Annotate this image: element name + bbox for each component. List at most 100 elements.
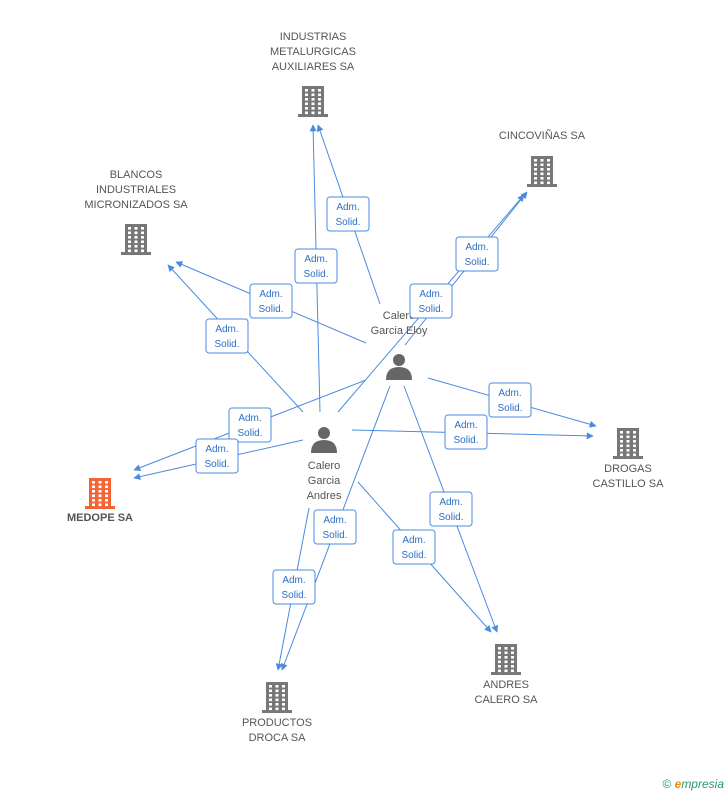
edge-label-line: Adm. — [498, 388, 521, 399]
person-icon — [386, 354, 412, 380]
building-icon — [491, 644, 521, 675]
edge-label-box — [429, 491, 473, 527]
node-drogas[interactable]: DROGAS CASTILLO SA — [593, 428, 665, 490]
person-icon — [311, 427, 337, 453]
edge-label[interactable]: Adm. Solid. — [294, 248, 338, 284]
brand-logo[interactable]: empresia — [675, 777, 724, 791]
edge-label-line: Adm. — [205, 444, 228, 455]
node-label-line: AUXILIARES SA — [272, 61, 355, 73]
node-medope[interactable]: MEDOPE SA — [67, 478, 133, 524]
edge-label[interactable]: Adm. Solid. — [409, 283, 453, 319]
edge-label-box — [392, 529, 436, 565]
edge-label-line: Solid. — [453, 435, 478, 446]
edge-label-line: Solid. — [237, 428, 262, 439]
edge-label-line: Solid. — [335, 217, 360, 228]
node-label-line: INDUSTRIAS — [280, 31, 347, 43]
edge-label[interactable]: Adm. Solid. — [488, 382, 532, 418]
node-label-line: PRODUCTOS — [242, 717, 312, 729]
node-label-line: DROGAS — [604, 463, 652, 475]
node-label-line: MICRONIZADOS SA — [84, 199, 188, 211]
edge-label[interactable]: Adm. Solid. — [205, 318, 249, 354]
edge-label-line: Solid. — [303, 269, 328, 280]
edge-label-line: Solid. — [438, 512, 463, 523]
building-icon — [85, 478, 115, 509]
edge-label[interactable]: Adm. Solid. — [326, 196, 370, 232]
edge-label-line: Solid. — [497, 403, 522, 414]
building-icon — [262, 682, 292, 713]
edge-labels-layer: Adm. Solid. Adm. Solid. Adm. Solid. Adm. Solid.… — [195, 196, 532, 605]
edge-label-line: Solid. — [258, 304, 283, 315]
brand-initial: e — [674, 777, 682, 791]
edge-label-box — [326, 196, 370, 232]
node-label-line: Andres — [307, 490, 342, 502]
node-blancos[interactable]: BLANCOS INDUSTRIALES MICRONIZADOS SA — [84, 169, 188, 255]
node-industrias[interactable]: INDUSTRIAS METALURGICAS AUXILIARES SA — [270, 31, 356, 117]
edge-label-line: Adm. — [215, 324, 238, 335]
edge-label-line: Adm. — [238, 413, 261, 424]
node-label-line: BLANCOS — [110, 169, 163, 181]
edge-label-line: Solid. — [418, 304, 443, 315]
edge-label-line: Adm. — [439, 497, 462, 508]
edge-label[interactable]: Adm. Solid. — [455, 236, 499, 272]
node-productos[interactable]: PRODUCTOS DROCA SA — [242, 682, 312, 744]
node-cincovinas[interactable]: CINCOVIÑAS SA — [499, 129, 586, 187]
building-icon — [527, 156, 557, 187]
edge-label-box — [195, 438, 239, 474]
edge-label-line: Adm. — [323, 515, 346, 526]
edge-label-box — [409, 283, 453, 319]
edge-label-box — [205, 318, 249, 354]
edge-label-line: Adm. — [259, 289, 282, 300]
edge-label[interactable]: Adm. Solid. — [313, 509, 357, 545]
nodes-layer: INDUSTRIAS METALURGICAS AUXILIARES SA CINCO… — [67, 31, 664, 744]
edge-label-line: Solid. — [464, 257, 489, 268]
node-andres-sa[interactable]: ANDRES CALERO SA — [475, 644, 539, 706]
edge-label-line: Adm. — [336, 202, 359, 213]
edge-label-line: Adm. — [419, 289, 442, 300]
edge-label-box — [272, 569, 316, 605]
node-label-line: Garcia — [308, 475, 341, 487]
edge-label-line: Solid. — [214, 339, 239, 350]
edge-label-line: Solid. — [204, 459, 229, 470]
edge-label-line: Solid. — [322, 530, 347, 541]
edge-label-line: Adm. — [454, 420, 477, 431]
edge-label-box — [488, 382, 532, 418]
edge-label[interactable]: Adm. Solid. — [429, 491, 473, 527]
edge-label-box — [294, 248, 338, 284]
edge-label[interactable]: Adm.Solid. — [272, 569, 316, 605]
node-label-line: CALERO SA — [475, 694, 539, 706]
edge-label[interactable]: Adm. Solid. — [444, 414, 488, 450]
edge-label-box — [455, 236, 499, 272]
edge-label-box — [444, 414, 488, 450]
edge-label-line: Adm. — [282, 575, 305, 586]
building-icon — [613, 428, 643, 459]
node-label-line: INDUSTRIALES — [96, 184, 176, 196]
edge-label-box — [249, 283, 293, 319]
edge-label-line: Adm. — [402, 535, 425, 546]
building-icon — [121, 224, 151, 255]
edge-label-box — [228, 407, 272, 443]
building-icon — [298, 86, 328, 117]
copyright-footer: © empresia — [662, 777, 724, 791]
edge-label-line: Adm. — [465, 242, 488, 253]
edge-label[interactable]: Adm. Solid. — [195, 438, 239, 474]
edge-label[interactable]: Adm. Solid. — [249, 283, 293, 319]
node-label-line: MEDOPE SA — [67, 512, 133, 524]
node-label-line: ANDRES — [483, 679, 529, 691]
edge-label[interactable]: Adm. Solid. — [392, 529, 436, 565]
edge-label-line: Solid. — [401, 550, 426, 561]
node-label-line: METALURGICAS — [270, 46, 356, 58]
copyright-symbol: © — [662, 777, 672, 791]
node-label-line: CINCOVIÑAS SA — [499, 129, 586, 142]
edge-label[interactable]: Adm. Solid. — [228, 407, 272, 443]
node-label-line: Calero — [308, 460, 340, 472]
node-label-line: Garcia Eloy — [371, 325, 428, 337]
edge-label-line: Adm. — [304, 254, 327, 265]
node-label-line: CASTILLO SA — [593, 478, 665, 490]
node-label-line: Calero — [383, 310, 415, 322]
node-label-line: DROCA SA — [249, 732, 307, 744]
brand-rest: mpresia — [681, 777, 724, 791]
edge-label-box — [313, 509, 357, 545]
